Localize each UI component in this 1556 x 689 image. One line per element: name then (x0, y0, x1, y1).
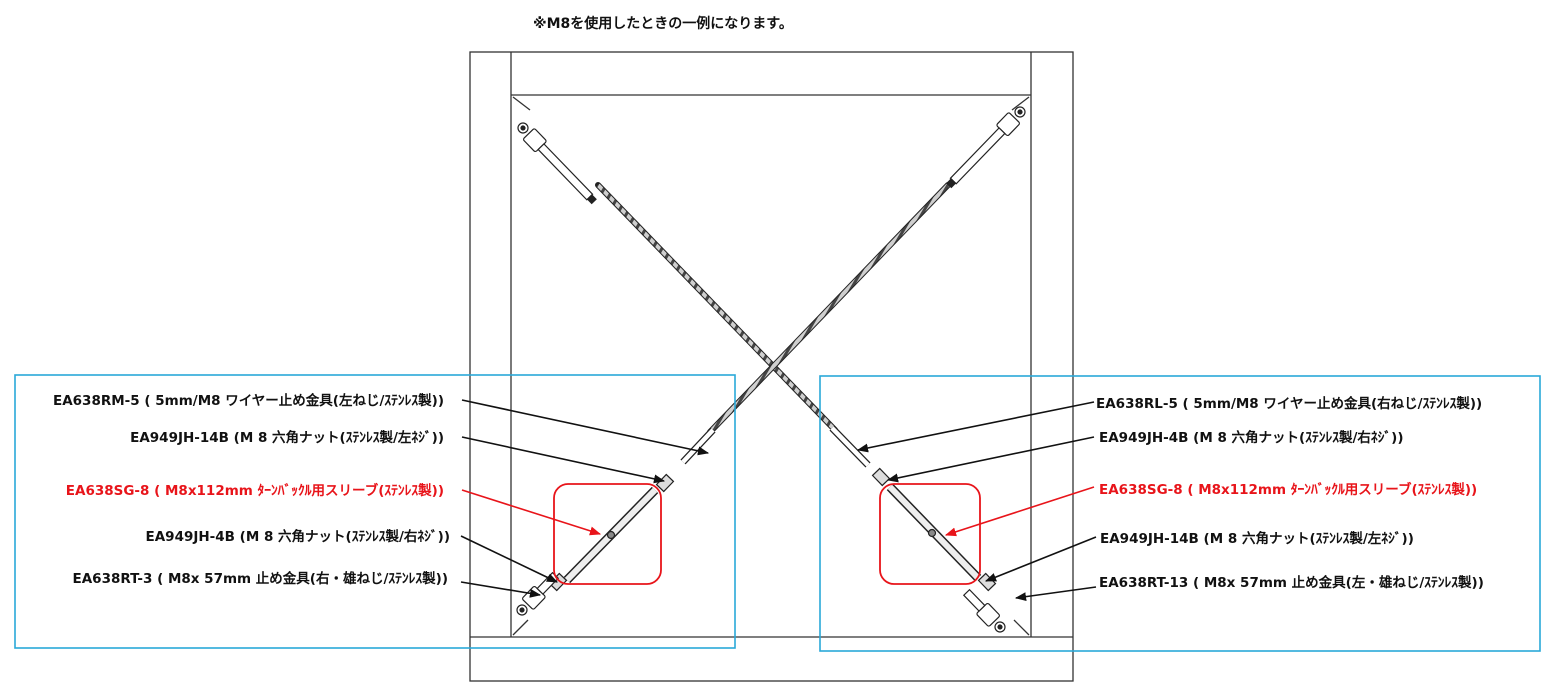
frame-outer (469, 51, 1074, 682)
label-end-fitting-left: EA638RT-3 ( M8x 57mm 止め金具(右・雄ねじ/ｽﾃﾝﾚｽ製)) (73, 570, 448, 587)
leader-hex-nut-left-lower (460, 535, 559, 583)
fitting-bottom-right (962, 588, 1006, 633)
gusset-bottom-left (512, 619, 529, 636)
sleeve-hole-left (606, 530, 616, 540)
leader-hex-nut-right-upper (886, 436, 1095, 483)
label-end-fitting-right: EA638RT-13 ( M8x 57mm 止め金具(左・雄ねじ/ｽﾃﾝﾚｽ製)… (1099, 574, 1484, 591)
label-sleeve-right: EA638SG-8 ( M8x112mm ﾀｰﾝﾊﾞｯｸﾙ用スリーブ(ｽﾃﾝﾚｽ… (1099, 481, 1477, 498)
turnbuckle-assembly-left (516, 427, 716, 616)
turnbuckle-assembly-right (829, 425, 1006, 633)
label-sleeve-left: EA638SG-8 ( M8x112mm ﾀｰﾝﾊﾞｯｸﾙ用スリーブ(ｽﾃﾝﾚｽ… (66, 482, 444, 499)
gusset-top-left (512, 96, 531, 111)
usage-note: ※M8を使用したときの一例になります。 (533, 15, 793, 32)
label-hex-nut-left-upper: EA949JH-14B (M 8 六角ナット(ｽﾃﾝﾚｽ製/左ﾈｼﾞ)) (130, 429, 444, 446)
brace-wire-b (707, 182, 951, 435)
label-hex-nut-right-upper: EA949JH-4B (M 8 六角ナット(ｽﾃﾝﾚｽ製/右ﾈｼﾞ)) (1099, 429, 1404, 446)
fitting-top-left (517, 122, 597, 205)
leader-wire-fitting-right (856, 401, 1095, 453)
label-hex-nut-right-lower: EA949JH-14B (M 8 六角ナット(ｽﾃﾝﾚｽ製/左ﾈｼﾞ)) (1100, 530, 1414, 547)
callout-box-left (14, 374, 736, 649)
frame (469, 51, 1074, 682)
gusset-top-right (1011, 96, 1030, 111)
leader-wire-fitting-left (461, 399, 710, 456)
gusset-bottom-right (1013, 619, 1030, 636)
hex-nut-right-lower (977, 572, 997, 592)
leader-end-fitting-left (460, 581, 542, 598)
hex-nut-left-upper (655, 473, 675, 493)
sleeve-hole-right (927, 528, 937, 538)
leader-hex-nut-left-upper (461, 436, 666, 484)
brace-wire-a (595, 182, 838, 433)
label-wire-fitting-left: EA638RM-5 ( 5mm/M8 ワイヤー止め金具(左ねじ/ｽﾃﾝﾚｽ製)) (53, 392, 444, 409)
leader-end-fitting-right (1014, 586, 1097, 602)
leader-sleeve-right (944, 486, 1095, 537)
hex-nut-right-upper (871, 467, 891, 487)
callout-box-right (819, 375, 1541, 652)
highlight-sleeve-right (879, 483, 981, 585)
highlight-sleeve-left (553, 483, 662, 585)
leader-hex-nut-right-lower (984, 536, 1097, 582)
fitting-top-right (946, 106, 1026, 189)
leader-sleeve-left (461, 489, 602, 536)
label-hex-nut-left-lower: EA949JH-4B (M 8 六角ナット(ｽﾃﾝﾚｽ製/右ﾈｼﾞ)) (146, 528, 451, 545)
label-wire-fitting-right: EA638RL-5 ( 5mm/M8 ワイヤー止め金具(右ねじ/ｽﾃﾝﾚｽ製)) (1096, 395, 1482, 412)
